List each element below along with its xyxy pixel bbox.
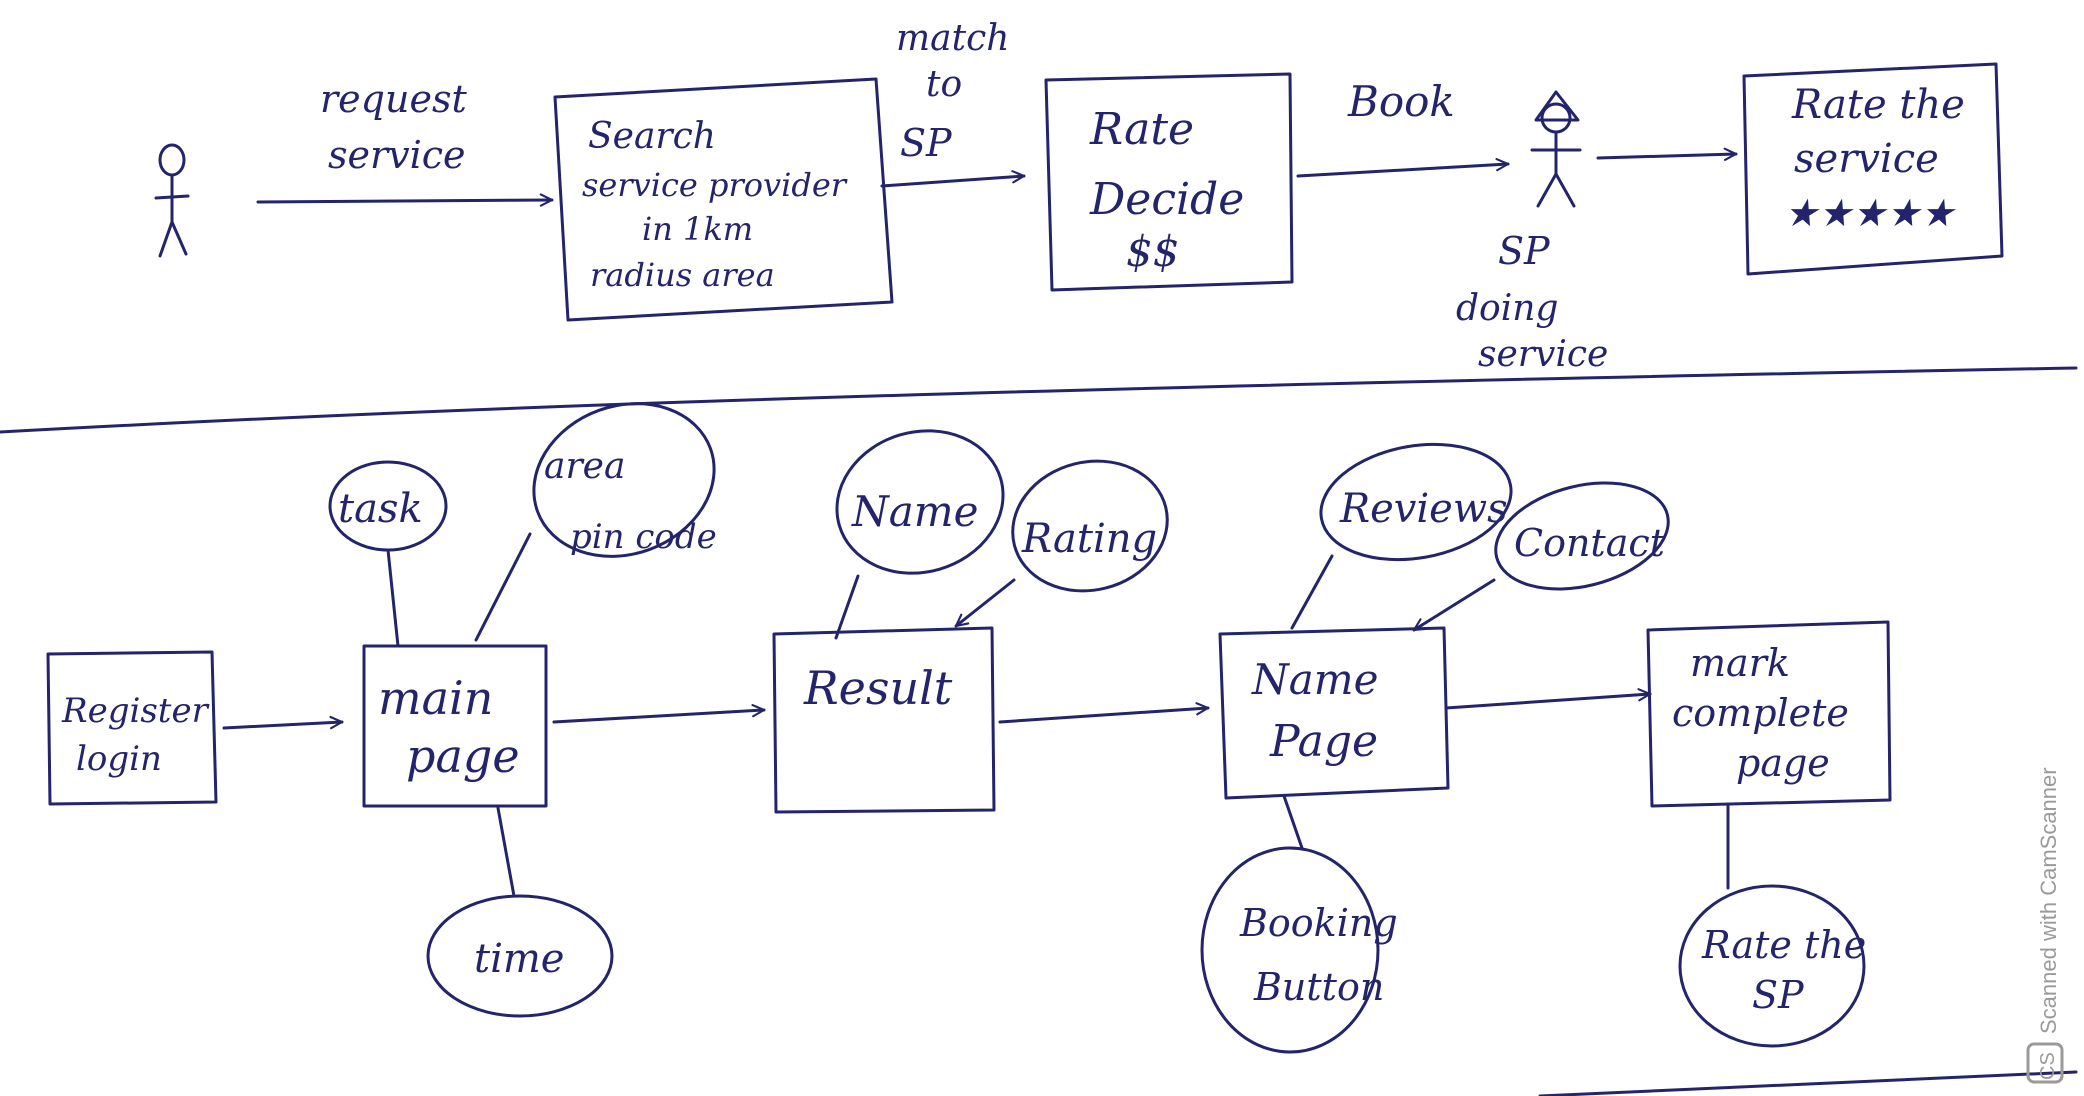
area-pincode-bubble: area pin code [474,402,717,642]
watermark-text: Scanned with CamScanner [2036,767,2061,1034]
search-line-2: service provider [582,166,848,204]
register-label: Register [61,691,210,731]
page-label-2: page [1736,741,1830,785]
to-label: to [926,64,962,105]
request-label: request [320,77,467,121]
rate-line-1: Rate [1089,104,1194,155]
result-to-name-page-edge [998,702,1210,724]
login-label: login [76,739,162,779]
name-page-line-1: Name [1251,655,1378,704]
book-label: Book [1347,77,1455,126]
user-actor-icon [154,143,190,258]
camscanner-watermark: Scanned with CamScanner CS [2026,767,2064,1084]
service-provider-actor-icon: SP doing service [1456,90,1608,375]
name-bubble: Name [834,429,1005,640]
mark-label: mark [1690,641,1790,685]
match-to-sp-edge: match to SP [880,18,1026,188]
name-page-line-2: Page [1269,716,1378,767]
rate-service-line-1: Rate the [1791,82,1965,128]
pincode-label: pin code [570,517,717,557]
to-rate-service-edge [1596,147,1738,161]
main-to-result-edge [552,703,766,724]
section-divider [0,366,2078,434]
area-label: area [544,446,625,487]
rate-line-3: $$ [1126,227,1179,276]
sp-doing-line-1: SP [1498,229,1551,273]
booking-button-bubble: Booking Button [1200,794,1398,1054]
bottom-divider [1538,1070,2078,1096]
request-service-edge: request service [256,77,554,207]
name-bubble-label: Name [851,487,978,536]
rate-service-line-2: service [1794,136,1939,182]
name-page-to-mark-complete-edge [1444,688,1652,710]
complete-label: complete [1672,691,1849,735]
contact-label: Contact [1514,521,1666,565]
service-label: service [328,133,466,177]
sp-doing-line-2: doing [1456,288,1558,329]
camscanner-logo-icon [2026,1042,2064,1084]
task-label: task [338,486,423,532]
reviews-bubble: Reviews [1290,442,1513,630]
rate-line-2: Decide [1089,174,1244,225]
time-label: time [474,936,564,982]
rate-the-service-box: Rate the service ★★★★★ [1742,62,2004,276]
search-line-3: in 1km [642,210,753,248]
rate-the-sp-bubble: Rate the SP [1678,804,1866,1048]
search-line-1: Search [588,116,716,157]
time-bubble: time [426,806,614,1018]
reviews-label: Reviews [1339,486,1508,532]
main-page-box: main page [362,644,548,808]
register-login-box: Register login [46,650,218,806]
rate-the-sp-line-2: SP [1752,973,1805,1017]
rate-the-sp-line-1: Rate the [1701,923,1866,967]
match-label: match [896,18,1009,59]
main-label: main [378,671,493,725]
sp-doing-line-3: service [1478,334,1608,375]
task-bubble: task [328,460,448,648]
name-page-box: Name Page [1218,626,1450,800]
mark-complete-page-box: mark complete page [1646,620,1892,808]
page-label: page [406,729,520,783]
rate-decide-box: Rate Decide $$ [1044,72,1294,292]
sp-label-top: SP [900,121,953,165]
rating-label: Rating [1021,516,1157,562]
stars-rating: ★★★★★ [1784,191,1956,235]
search-line-4: radius area [590,256,775,294]
rating-bubble: Rating [954,459,1169,628]
register-to-main-edge [222,715,344,730]
button-label: Button [1253,965,1384,1009]
result-box: Result [772,626,996,814]
contact-bubble: Contact [1412,481,1670,632]
watermark-logo-text: CS [2037,1052,2059,1080]
book-edge: Book [1296,77,1510,178]
result-label: Result [803,661,953,715]
search-provider-box: Search service provider in 1km radius ar… [553,77,894,322]
booking-label: Booking [1239,901,1398,945]
